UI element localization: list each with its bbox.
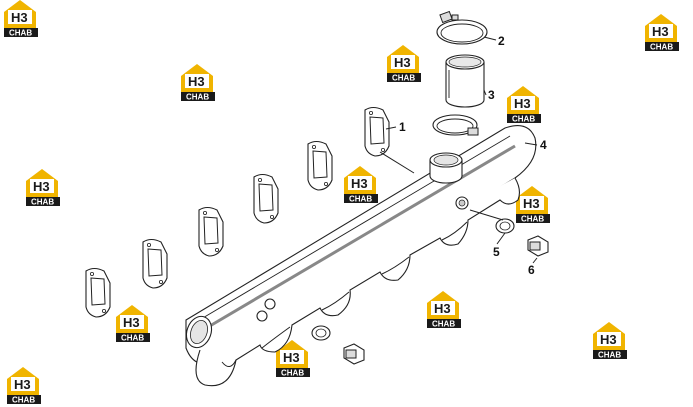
lower-clamp — [432, 114, 479, 136]
callout-5: 5 — [493, 245, 500, 259]
plug — [343, 235, 549, 365]
callout-labels: 1 2 3 4 5 6 — [399, 34, 547, 277]
exhaust-manifold — [185, 125, 537, 387]
callout-3: 3 — [488, 88, 495, 102]
callout-4: 4 — [540, 138, 547, 152]
callout-1: 1 — [399, 120, 406, 134]
upper-clamp — [436, 10, 488, 45]
watermark-logo — [4, 0, 679, 405]
sleeve — [445, 54, 485, 108]
callout-2: 2 — [498, 34, 505, 48]
seal-ring — [311, 218, 515, 341]
callout-6: 6 — [528, 263, 535, 277]
leader-lines — [379, 36, 538, 264]
